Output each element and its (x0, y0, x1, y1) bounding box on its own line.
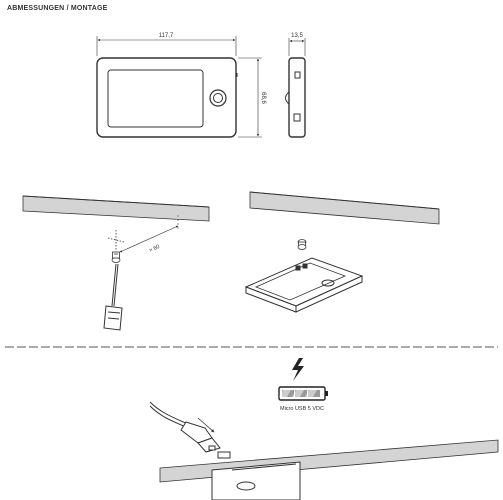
side-view (285, 57, 306, 138)
device-screen (107, 69, 204, 128)
lightning-icon (292, 358, 304, 381)
height-label: 68,6 (260, 92, 266, 104)
usb-cable (149, 401, 191, 426)
screw-icon (107, 230, 125, 263)
device-angled (244, 257, 364, 313)
depth-dimension (288, 38, 306, 56)
mount-step-1: > 60 (22, 195, 210, 331)
device-sensor-outer (209, 89, 227, 107)
switch-icon (293, 113, 301, 122)
usb-port-icon (294, 71, 301, 79)
front-view (96, 57, 238, 138)
battery-icon (278, 386, 328, 401)
side-sensor (285, 91, 290, 105)
power-label: Micro USB 5 VDC (280, 406, 324, 412)
width-label: 117,7 (159, 33, 174, 39)
usb-plug-icon (180, 421, 221, 453)
screwdriver-icon (103, 263, 123, 331)
insert-arrow (197, 417, 215, 433)
ceiling-panel-2 (249, 191, 440, 225)
device-sensor-inner (213, 93, 223, 103)
page-title: ABMESSUNGEN / MONTAGE (7, 5, 108, 12)
side-outline (288, 57, 306, 138)
device-bottom (211, 451, 301, 500)
height-dimension (238, 57, 262, 138)
depth-label: 13,5 (291, 33, 303, 39)
mount-step-2 (244, 191, 440, 313)
clearance-dimension (119, 225, 179, 253)
screw-icon-2 (297, 239, 307, 250)
charging-section: Micro USB 5 VDC (149, 358, 499, 500)
width-dimension (96, 36, 237, 56)
ceiling-panel-1 (22, 195, 210, 222)
device-outline (96, 57, 237, 138)
clearance-label: > 60 (148, 244, 160, 254)
